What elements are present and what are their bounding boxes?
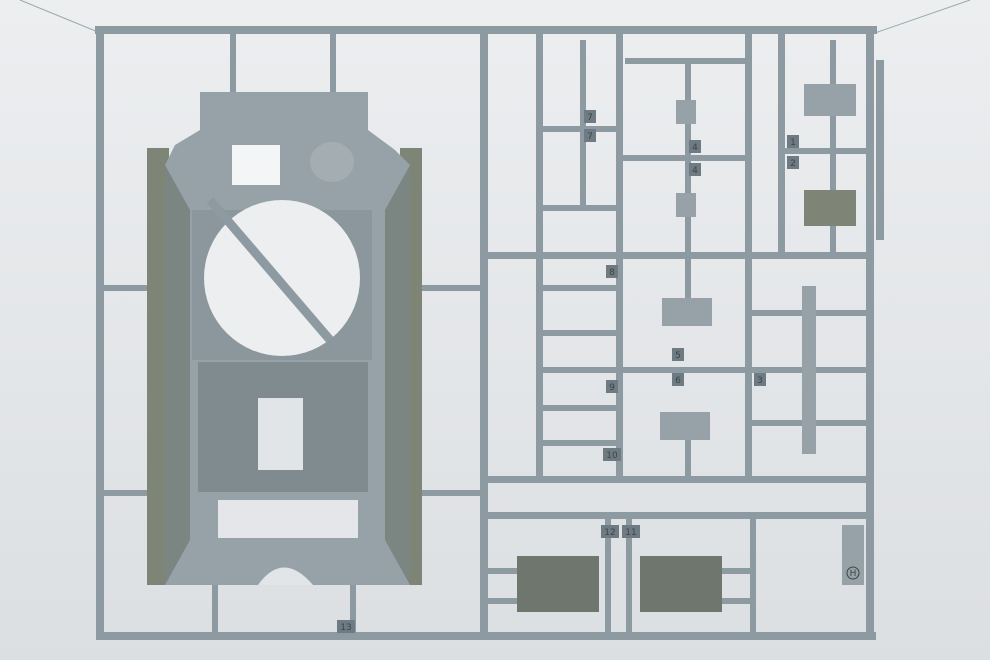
part-number-5: 5 — [675, 351, 681, 361]
front-hatch-opening — [232, 145, 280, 185]
part-number-4b: 4 — [692, 166, 698, 176]
sprue-letter-label: H — [850, 569, 857, 579]
part-number-3: 3 — [757, 376, 763, 386]
small-parts — [517, 84, 864, 612]
cupola — [310, 142, 354, 182]
part-number-tags: 7 7 4 4 1 2 8 5 6 3 9 10 12 11 13 H — [337, 110, 856, 633]
sprue-frame — [95, 26, 884, 640]
hull-part — [147, 92, 422, 585]
hanging-wire-left — [19, 0, 99, 33]
hatch-opening — [258, 398, 303, 470]
part-number-2: 2 — [790, 159, 796, 169]
part-number-12: 12 — [604, 528, 615, 538]
part-number-8: 8 — [609, 268, 615, 278]
rear-opening — [218, 500, 358, 538]
part-number-7: 7 — [587, 113, 593, 123]
part-number-13: 13 — [340, 623, 351, 633]
hanging-wire-right — [871, 0, 971, 35]
part-number-6: 6 — [675, 376, 681, 386]
part-number-10: 10 — [606, 451, 618, 461]
part-number-9: 9 — [609, 383, 615, 393]
part-number-7b: 7 — [587, 132, 593, 142]
part-number-11: 11 — [625, 528, 636, 538]
part-number-4: 4 — [692, 143, 698, 153]
part-number-1: 1 — [790, 138, 796, 148]
